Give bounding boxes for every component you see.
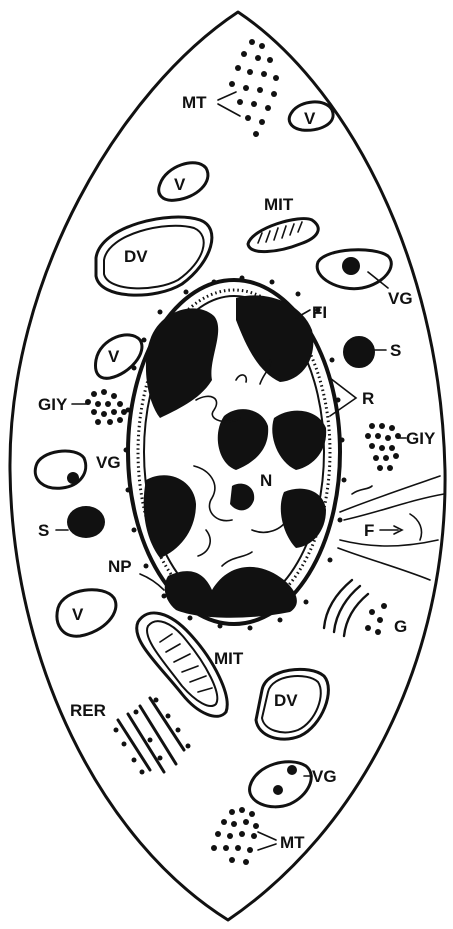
label-mit-bottom: MIT	[214, 649, 244, 668]
label-fi: FI	[312, 303, 327, 322]
label-np: NP	[108, 557, 132, 576]
label-mt-top: MT	[182, 93, 207, 112]
label-vg-right: VG	[388, 289, 413, 308]
label-dv-left: DV	[124, 247, 148, 266]
rough-er	[114, 698, 191, 775]
label-mit-top: MIT	[264, 195, 294, 214]
microtubules-bottom	[211, 807, 259, 865]
glycogen-right	[365, 423, 401, 471]
label-r: R	[362, 389, 374, 408]
label-vg-left: VG	[96, 453, 121, 472]
label-g: G	[394, 617, 407, 636]
label-giy-right: GIY	[406, 429, 436, 448]
label-s-left: S	[38, 521, 49, 540]
dense-vacuole-left	[96, 217, 212, 295]
label-vg-bottom: VG	[312, 767, 337, 786]
spherule-right	[344, 337, 374, 367]
label-rer: RER	[70, 701, 106, 720]
golgi	[324, 580, 387, 636]
spherule-left	[67, 506, 105, 538]
label-s-right: S	[390, 341, 401, 360]
label-v-upper-left: V	[174, 175, 186, 194]
glycogen-left	[85, 389, 127, 425]
label-f: F	[364, 521, 374, 540]
label-v-mid-left: V	[108, 347, 120, 366]
label-v-top-right: V	[304, 109, 316, 128]
label-v-lower-left: V	[72, 605, 84, 624]
label-dv-bottom: DV	[274, 691, 298, 710]
vacuole-lower-left	[57, 590, 116, 636]
microtubules-top	[229, 39, 279, 137]
mitochondrion-top	[248, 219, 318, 252]
flagella	[338, 476, 444, 580]
label-mt-bottom: MT	[280, 833, 305, 852]
vacuole-granule-left	[35, 451, 86, 488]
label-n: N	[260, 471, 272, 490]
vacuole-granule-bottom	[250, 762, 312, 807]
nucleus	[128, 280, 340, 624]
vacuole-granule-right	[317, 250, 391, 289]
label-giy-left: GIY	[38, 395, 68, 414]
